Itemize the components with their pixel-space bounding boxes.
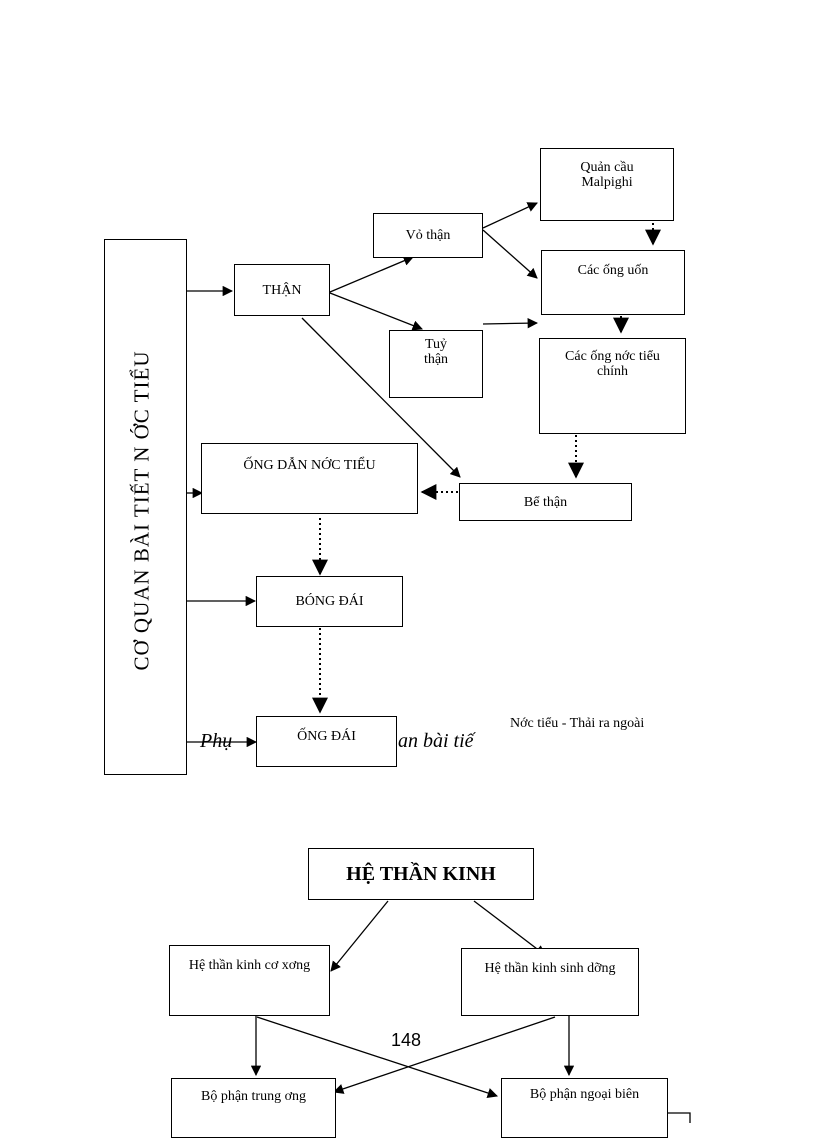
be-than-label: Bể thận	[523, 494, 568, 510]
urinary-system-box	[104, 239, 187, 775]
ong-nuoc-tieu-chinh-box: Các ống nớc tiểu chính	[539, 338, 686, 434]
vo-than-label: Vỏ thận	[405, 228, 451, 243]
trung-uong-label: Bộ phận trung ơng	[200, 1089, 306, 1104]
arrow-than-to-be	[301, 317, 461, 478]
ngoai-bien-label: Bộ phận ngoại biên	[529, 1087, 640, 1102]
quan-cau-box: Quản cầu Malpighi	[540, 148, 674, 221]
tuy-than-box: Tuỷ thận	[389, 330, 483, 398]
nervous-system-title-box: HỆ THẦN KINH	[308, 848, 534, 900]
ong-uon-label: Các ống uốn	[577, 263, 649, 278]
than-label: THẬN	[262, 282, 302, 298]
page-number: 148	[391, 1030, 422, 1050]
co-xuong-label: Hệ thần kinh cơ xơng	[188, 958, 311, 973]
ngoai-bien-box: Bộ phận ngoại biên	[501, 1078, 668, 1138]
arrow-sinh-duong-to-trung-uong	[333, 1016, 556, 1094]
bong-dai-box: BÓNG ĐÁI	[256, 576, 403, 627]
output-note: Nớc tiểu - Thải ra ngoài	[510, 716, 645, 731]
ong-dan-nuoc-tieu-label: ỐNG DẪN NỚC TIỂU	[243, 458, 376, 473]
ong-uon-box: Các ống uốn	[541, 250, 685, 315]
sinh-duong-label: Hệ thần kinh sinh dỡng	[484, 961, 616, 976]
tuy-than-label: Tuỷ thận	[423, 337, 449, 367]
vo-than-box: Vỏ thận	[373, 213, 483, 258]
ong-nuoc-tieu-chinh-label: Các ống nớc tiểu chính	[565, 349, 660, 379]
be-than-box: Bể thận	[459, 483, 632, 521]
arrow-vo-to-quan-cau	[482, 202, 538, 229]
co-xuong-box: Hệ thần kinh cơ xơng	[169, 945, 330, 1016]
than-box: THẬN	[234, 264, 330, 316]
arrow-title-to-co-xuong	[330, 900, 389, 972]
quan-cau-label: Quản cầu Malpighi	[580, 160, 634, 190]
arrow-title-to-sinh-duong	[473, 900, 546, 956]
ngoai-bien-side-bracket	[668, 1112, 691, 1123]
ghost-text-right: an bài tiế	[398, 730, 474, 752]
arrow-than-to-tuy	[329, 292, 423, 331]
ong-dai-label: ỐNG ĐÁI	[297, 729, 356, 744]
nervous-system-title: HỆ THẦN KINH	[346, 862, 496, 885]
arrow-tuy-to-ong-chinh	[482, 317, 539, 329]
ghost-text-left: Phụ	[200, 730, 233, 752]
arrow-vo-to-ong-uon	[482, 229, 538, 279]
trung-uong-box: Bộ phận trung ơng	[171, 1078, 336, 1138]
ong-dan-nuoc-tieu-box: ỐNG DẪN NỚC TIỂU	[201, 443, 418, 514]
arrow-co-xuong-to-ngoai-bien	[256, 1016, 498, 1099]
sinh-duong-box: Hệ thần kinh sinh dỡng	[461, 948, 639, 1016]
ong-dai-box: ỐNG ĐÁI	[256, 716, 397, 767]
bong-dai-label: BÓNG ĐÁI	[295, 594, 364, 609]
urinary-system-label: CƠ QUAN BÀI TIẾT N ỚC TIỂU	[129, 350, 154, 670]
arrow-than-to-vo	[329, 255, 414, 293]
